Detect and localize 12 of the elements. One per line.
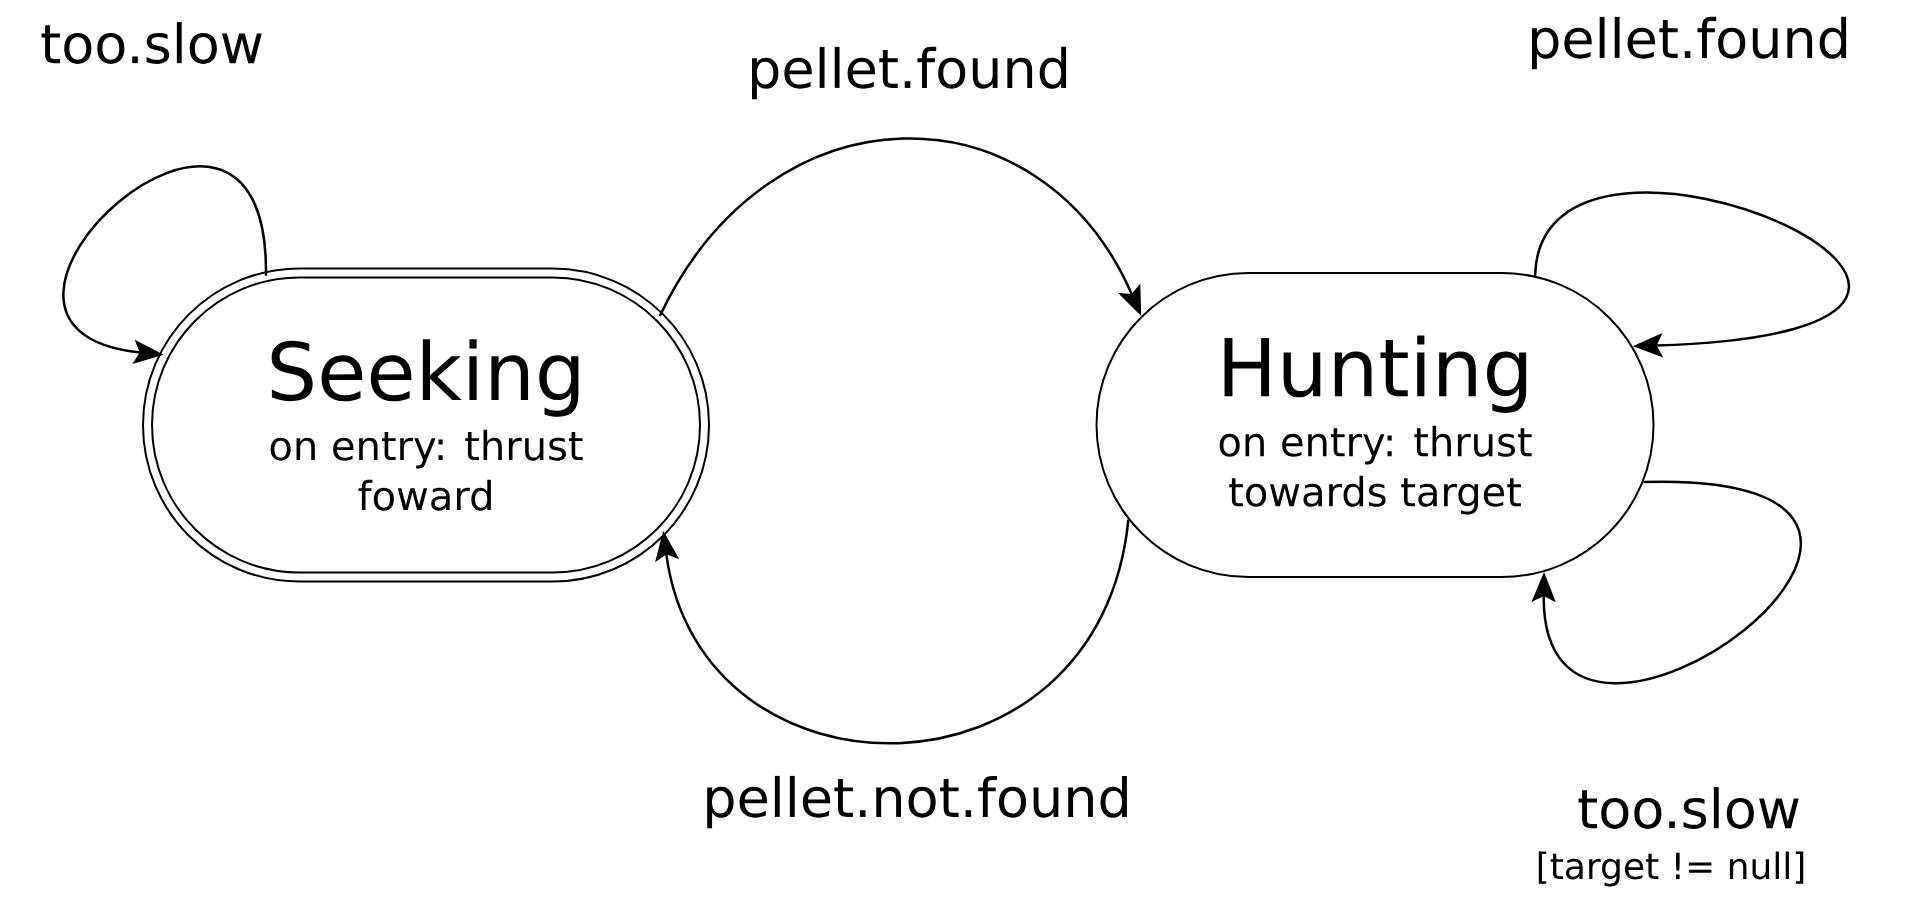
transition-arrow (658, 137, 1142, 317)
edge-label: pellet.found (745, 44, 1073, 102)
transition-arrow (1531, 480, 1801, 685)
transition-arrow (655, 519, 1130, 745)
edge-label: pellet.not.found (700, 773, 1134, 831)
edge-label: too.slow (38, 20, 266, 66)
state-box: Seeking on entry: thrust foward (142, 267, 710, 583)
state-box: Hunting on entry: thrust towards target (1095, 272, 1655, 578)
edge-label: too.slow (1575, 785, 1803, 831)
transition-arrow (1533, 192, 1848, 358)
edge-label: pellet.found (1525, 14, 1853, 72)
guard-label: [target != null] (1538, 851, 1804, 887)
